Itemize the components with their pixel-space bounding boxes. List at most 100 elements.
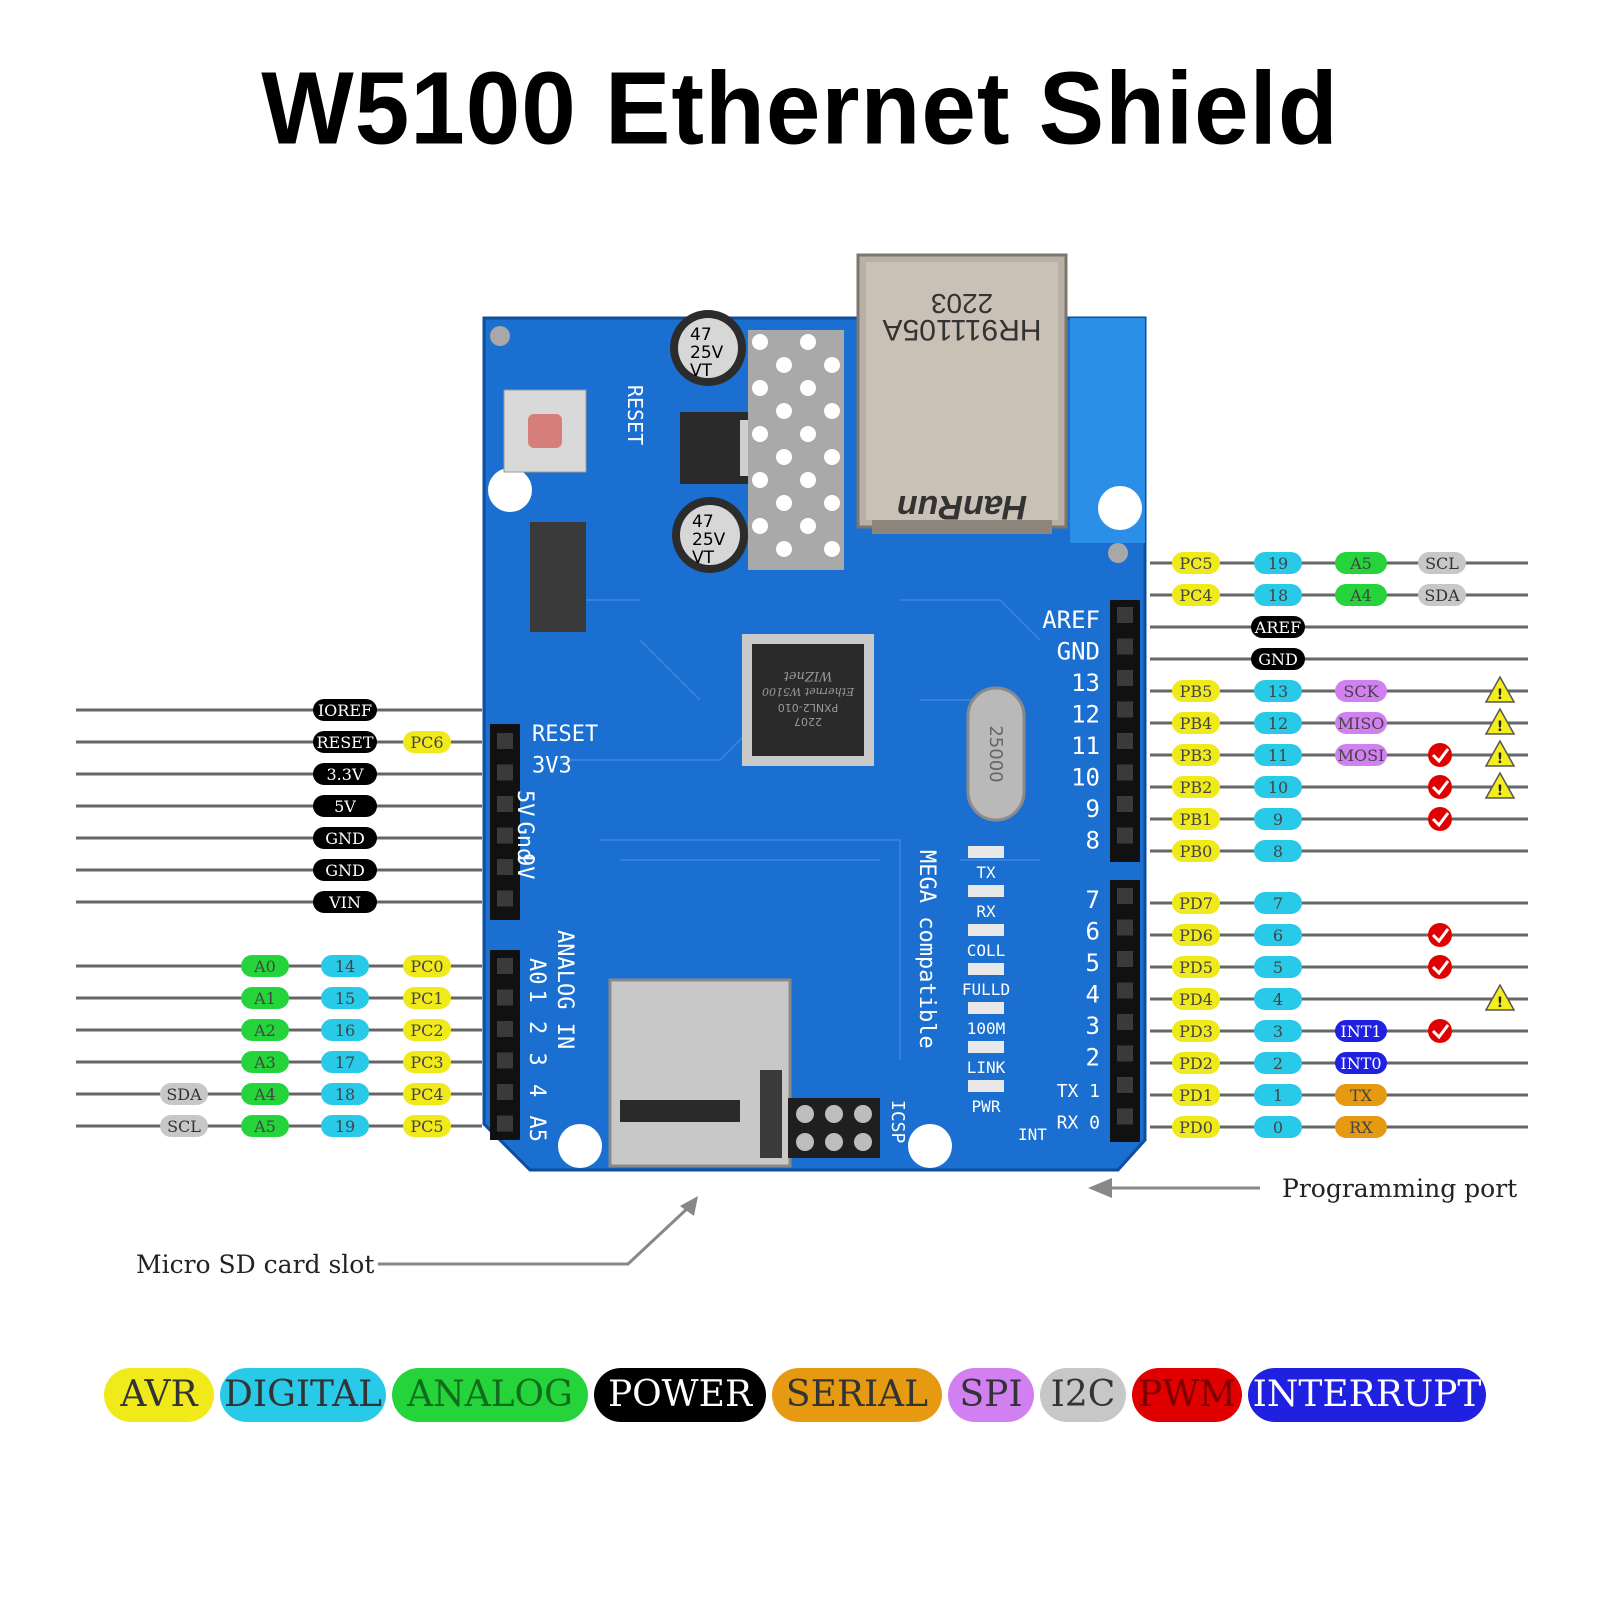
svg-text:TX: TX	[1350, 1086, 1373, 1105]
led-label: PWR	[972, 1097, 1001, 1116]
led	[968, 963, 1004, 975]
pwm-check-icon	[1428, 807, 1452, 831]
pin-label: 6	[1254, 924, 1302, 946]
svg-text:6: 6	[1273, 926, 1283, 945]
svg-text:18: 18	[335, 1085, 355, 1104]
svg-text:INT0: INT0	[1340, 1054, 1381, 1073]
crystal: 25000	[966, 686, 1026, 822]
pin-label: GND	[1251, 648, 1305, 670]
svg-text:2207: 2207	[794, 715, 822, 728]
rj45-date: 2203	[931, 288, 993, 319]
pin-label: 19	[1254, 552, 1302, 574]
legend-serial: SERIAL	[772, 1368, 942, 1422]
silk-label: 3	[524, 1053, 549, 1066]
analog-in-silk: ANALOG IN	[552, 930, 577, 1049]
svg-text:19: 19	[1268, 554, 1288, 573]
svg-text:PB0: PB0	[1180, 842, 1213, 861]
svg-text:25000: 25000	[985, 725, 1006, 782]
svg-text:!: !	[1497, 783, 1503, 799]
led-label: RX	[976, 902, 996, 921]
silk-label: 4	[1086, 981, 1100, 1009]
left-power-header	[490, 724, 520, 920]
mount-hole	[488, 468, 532, 512]
legend-pwm: PWM	[1132, 1368, 1242, 1422]
pin-label: 13	[1254, 680, 1302, 702]
svg-text:47: 47	[690, 325, 712, 345]
pin-label: 5V	[313, 795, 377, 817]
programming-port-label: Programming port	[1282, 1174, 1517, 1203]
svg-text:PC4: PC4	[410, 1085, 443, 1104]
svg-text:PC3: PC3	[410, 1053, 443, 1072]
svg-text:SDA: SDA	[1424, 586, 1460, 605]
w5100-chip: WIZnet Ethernet W5100 PXNL2-010 2207	[742, 634, 874, 766]
pin-label: PD4	[1172, 988, 1220, 1010]
svg-text:PD2: PD2	[1179, 1054, 1213, 1073]
micro-sd-slot	[608, 978, 792, 1168]
pin-label: RESET	[313, 731, 377, 753]
pin-label: INT0	[1335, 1052, 1387, 1074]
silk-label: A0	[524, 958, 549, 985]
pin-label: PB0	[1172, 840, 1220, 862]
svg-text:PD1: PD1	[1179, 1086, 1213, 1105]
svg-text:18: 18	[1268, 586, 1288, 605]
led	[968, 1002, 1004, 1014]
led	[968, 846, 1004, 858]
svg-text:9: 9	[1273, 810, 1283, 829]
pin-label: AREF	[1251, 616, 1305, 638]
svg-text:A5: A5	[253, 1117, 276, 1136]
pwm-check-icon	[1428, 1019, 1452, 1043]
page-title: W5100 Ethernet Shield	[261, 50, 1339, 166]
svg-text:PC6: PC6	[410, 733, 443, 752]
svg-text:PXNL2-010: PXNL2-010	[778, 701, 839, 714]
pin-label: A2	[241, 1019, 289, 1041]
pin-label: 19	[321, 1115, 369, 1137]
silk-label: 9V	[512, 853, 537, 880]
pin-label: PC5	[403, 1115, 451, 1137]
svg-text:GND: GND	[325, 861, 365, 880]
pin-label: 4	[1254, 988, 1302, 1010]
pin-label: PD5	[1172, 956, 1220, 978]
icsp-header: ICSP	[788, 1098, 908, 1158]
svg-text:!: !	[1497, 995, 1503, 1011]
pin-label: 11	[1254, 744, 1302, 766]
pin-label: PB2	[1172, 776, 1220, 798]
silk-label: Gnd	[512, 822, 537, 862]
mega-compatible-silk: MEGA compatible	[914, 850, 939, 1049]
rj45-jack: HanRun HR911105A 2203	[856, 253, 1068, 534]
silk-label: 9	[1086, 795, 1100, 823]
svg-text:4: 4	[1273, 990, 1283, 1009]
svg-text:SCL: SCL	[167, 1117, 201, 1136]
legend-analog: ANALOG	[392, 1368, 588, 1422]
svg-text:GND: GND	[325, 829, 365, 848]
pin-label: PC1	[403, 987, 451, 1009]
reset-button[interactable]	[528, 414, 562, 448]
pin-label: A5	[1335, 552, 1387, 574]
silk-label: 11	[1071, 732, 1100, 760]
pin-label: 9	[1254, 808, 1302, 830]
svg-text:SCL: SCL	[1425, 554, 1459, 573]
plate-dots	[752, 334, 840, 557]
warning-icon: !	[1484, 771, 1516, 799]
svg-text:RESET: RESET	[316, 733, 373, 752]
pin-label: PD0	[1172, 1116, 1220, 1138]
svg-text:10: 10	[1268, 778, 1288, 797]
led-label: LINK	[967, 1058, 1006, 1077]
micro-sd-annotation: Micro SD card slot	[136, 1196, 698, 1279]
svg-text:SDA: SDA	[166, 1085, 202, 1104]
svg-text:PD3: PD3	[1179, 1022, 1213, 1041]
pin-label: 16	[321, 1019, 369, 1041]
svg-text:PB4: PB4	[1180, 714, 1213, 733]
legend-digital: DIGITAL	[220, 1368, 386, 1422]
silk-label: 6	[1086, 918, 1100, 946]
svg-text:MOSI: MOSI	[1338, 746, 1385, 765]
svg-text:PD6: PD6	[1179, 926, 1213, 945]
svg-text:!: !	[1497, 687, 1503, 703]
silk-label: 12	[1071, 701, 1100, 729]
svg-text:3: 3	[1273, 1022, 1283, 1041]
led-label: COLL	[967, 941, 1006, 960]
svg-text:PC0: PC0	[410, 957, 443, 976]
silk-label: 3	[1086, 1012, 1100, 1040]
